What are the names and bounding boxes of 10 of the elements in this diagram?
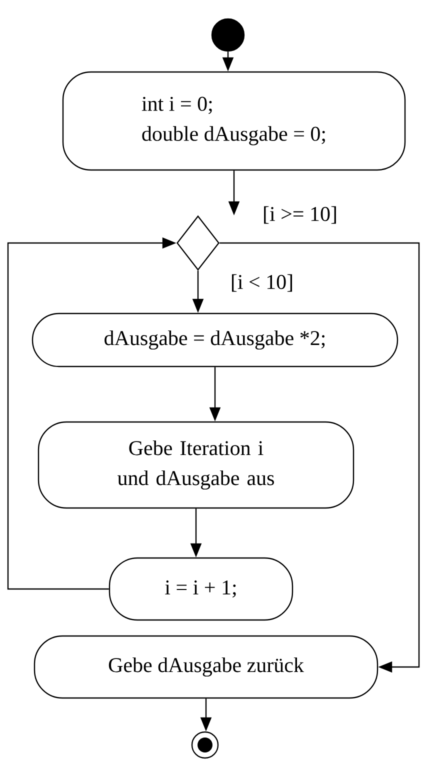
action-box: Gebe dAusgabe zurück (34, 635, 378, 699)
edge-label: [i >= 10] (262, 205, 338, 225)
action-box: int i = 0; double dAusgabe = 0; (62, 71, 406, 171)
arrow (220, 242, 420, 673)
start-circle (211, 18, 245, 52)
action-box: Gebe Iteration i und dAusgabe aus (38, 421, 354, 509)
action-box: i = i + 1; (108, 557, 294, 621)
action-box: dAusgabe = dAusgabe *2; (32, 312, 398, 368)
end-circle (191, 731, 219, 759)
edge-label: [i < 10] (229, 273, 295, 293)
